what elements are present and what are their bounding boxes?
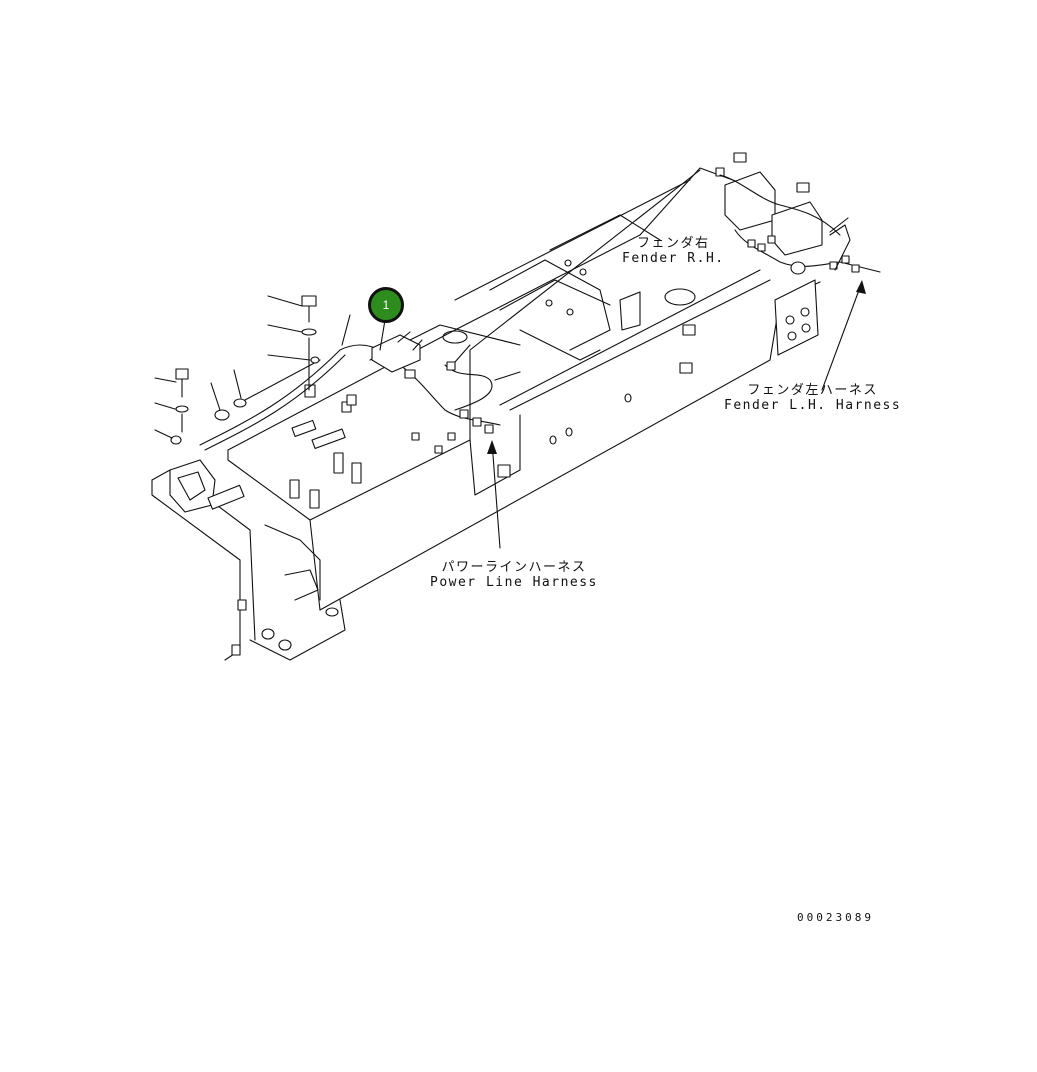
fender-rh-label-en: Fender R.H. [622,251,725,266]
fender-lh-harness-label-en: Fender L.H. Harness [724,398,902,413]
fender-rh-harness [715,152,881,275]
power-line-harness-label: パワーラインハーネス Power Line Harness [430,560,598,590]
fasteners [170,295,320,445]
leader-lines [154,217,866,549]
fender-lh-harness-label-jp: フェンダ左ハーネス [747,383,878,398]
frame-body [151,167,821,661]
left-lamp [169,459,245,513]
part-callout-number: 1 [382,298,390,312]
power-line-harness [199,334,501,451]
fender-rh-label-jp: フェンダ右 [637,236,710,251]
part-callout-1[interactable]: 1 [368,287,404,323]
fender-lh-harness-label: フェンダ左ハーネス Fender L.H. Harness [724,383,901,413]
drawing-number: 00023089 [797,911,874,924]
power-line-harness-label-en: Power Line Harness [430,575,598,590]
deck-parts [289,384,511,509]
fender-rh-label: フェンダ右 Fender R.H. [622,236,725,266]
power-line-harness-label-jp: パワーラインハーネス [441,560,587,575]
